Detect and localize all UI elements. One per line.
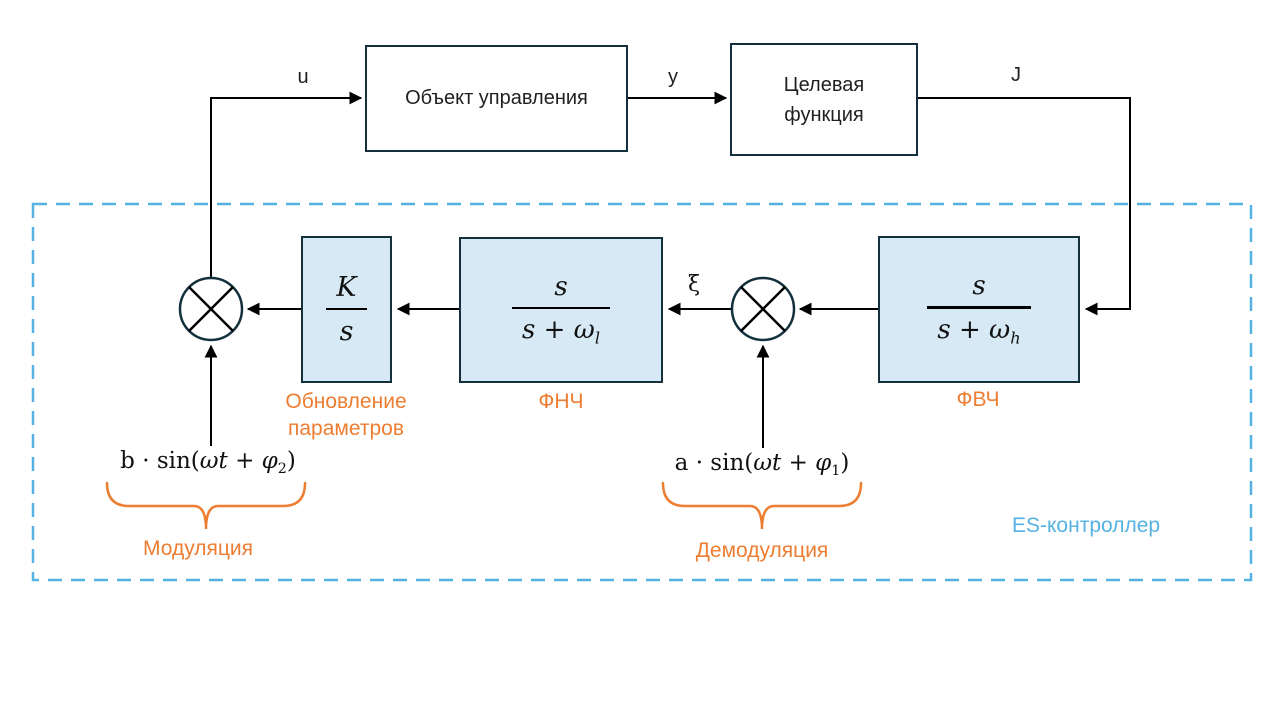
lpf-caption: ФНЧ: [538, 390, 584, 413]
lpf-numerator: s: [554, 271, 568, 302]
hpf-denominator: s + ωh: [937, 314, 1021, 348]
modulation-caption: Модуляция: [143, 537, 253, 560]
integrator-denominator: s: [339, 316, 354, 348]
objective-label-line2: функция: [784, 103, 864, 126]
plant-block: Объект управления: [365, 45, 628, 152]
integrator-numerator: K: [336, 271, 357, 303]
integrator-caption-line1: Обновление: [285, 390, 407, 413]
hpf-block: s s + ωh: [878, 236, 1080, 383]
fraction-bar: [511, 306, 611, 310]
integrator-transfer-function: K s: [326, 271, 367, 348]
hpf-caption: ФВЧ: [956, 388, 1000, 411]
integrator-block: K s: [301, 236, 392, 383]
demodulation-caption: Демодуляция: [695, 539, 829, 562]
fraction-bar: [927, 306, 1031, 309]
hpf-numerator: s: [972, 271, 986, 302]
multiplier-left: [178, 276, 244, 342]
signal-u-label: u: [297, 66, 309, 88]
signal-xi-label: ξ: [687, 272, 701, 297]
fraction-bar: [326, 307, 367, 311]
multiplier-right: [730, 276, 796, 342]
demodulation-formula: a · sin(ωt + φ1): [674, 450, 850, 479]
integrator-caption: Обновление параметров: [285, 388, 406, 442]
lpf-block: s s + ωl: [459, 237, 663, 383]
lpf-transfer-function: s s + ωl: [511, 271, 611, 349]
modulation-underbrace: [105, 481, 307, 530]
lpf-denominator: s + ωl: [521, 315, 601, 349]
signal-y-label: y: [668, 66, 678, 88]
objective-label-line1: Целевая: [783, 73, 865, 96]
plant-label: Объект управления: [405, 87, 588, 109]
es-controller-label: ES-контроллер: [1012, 514, 1161, 537]
integrator-caption-line2: параметров: [288, 417, 404, 440]
objective-function-block: Целевая функция: [730, 43, 918, 156]
hpf-transfer-function: s s + ωh: [927, 271, 1031, 348]
modulation-formula: b · sin(ωt + φ2): [120, 448, 296, 477]
signal-j-label: J: [1011, 64, 1021, 86]
demodulation-underbrace: [661, 481, 863, 530]
